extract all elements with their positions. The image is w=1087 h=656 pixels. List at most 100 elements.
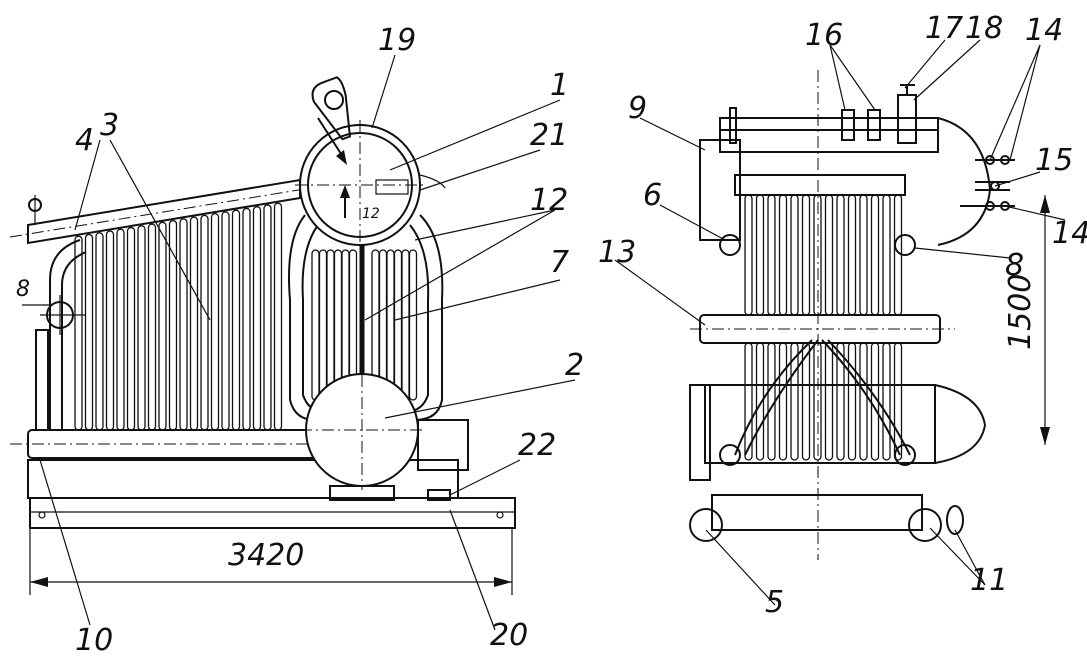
front-tube — [200, 214, 209, 431]
callout-2: 2 — [565, 348, 584, 383]
fitting-valve-3 — [990, 181, 1000, 191]
lower-side-panel — [689, 384, 711, 481]
leader-16a — [829, 44, 846, 111]
callout-8-front: 8 — [16, 277, 30, 302]
upper-drum-side — [719, 117, 939, 153]
drum-casing-edge — [419, 174, 446, 189]
side-tube-lower — [893, 342, 903, 461]
side-view: 1500 — [689, 70, 1050, 560]
support-8-side — [894, 234, 916, 256]
leader-2 — [384, 379, 576, 419]
callout-15: 15 — [1035, 143, 1073, 178]
screen-tube — [386, 249, 395, 401]
side-tube-lower — [778, 342, 788, 461]
leader-9 — [639, 117, 706, 151]
leader-16b — [829, 44, 876, 111]
dim-length: 3420 — [228, 538, 304, 573]
callout-22: 22 — [518, 428, 556, 463]
left-downcomer-2 — [61, 251, 87, 430]
convective-tube-bank — [74, 202, 283, 431]
leader-22 — [449, 459, 521, 496]
side-tube-lower — [847, 342, 857, 461]
front-tube — [147, 223, 157, 431]
callout-16: 16 — [805, 18, 843, 53]
front-tube — [210, 212, 220, 431]
front-tube — [189, 216, 199, 431]
side-tube-upper — [778, 194, 788, 316]
leader-11a — [929, 527, 986, 586]
dim-height: 1500 — [1003, 274, 1038, 350]
leader-3 — [109, 139, 211, 321]
front-tube — [242, 207, 251, 431]
side-tube-upper — [755, 194, 765, 316]
upper-casing — [734, 174, 906, 196]
fitting-valve-4 — [985, 201, 995, 211]
side-tube-upper — [744, 194, 753, 316]
front-tube — [137, 225, 146, 431]
front-tube — [84, 233, 94, 431]
front-tube — [221, 211, 230, 431]
callout-3: 3 — [100, 108, 119, 143]
callout-8-side: 8 — [1005, 248, 1024, 283]
callout-11: 11 — [970, 563, 1008, 598]
screen-tube — [311, 249, 320, 401]
callout-9: 9 — [628, 91, 647, 126]
support-lower-left — [719, 444, 741, 466]
dim-3420-arrow-right — [494, 577, 512, 587]
side-tube-bank — [744, 194, 903, 461]
sweep-tube-l1 — [734, 339, 813, 456]
side-base — [711, 494, 923, 531]
front-tube — [105, 230, 115, 431]
dim-1500-arrow-bottom — [1040, 427, 1050, 445]
drum-internal — [375, 179, 409, 195]
callout-5: 5 — [765, 585, 784, 620]
front-tube — [126, 226, 136, 431]
side-tube-upper — [824, 194, 834, 316]
callout-14-top: 14 — [1025, 13, 1063, 48]
side-fittings — [960, 155, 1015, 211]
callout-1: 1 — [550, 68, 569, 103]
lower-drum-end — [934, 384, 987, 464]
front-tube — [179, 218, 188, 431]
front-leaders — [22, 54, 576, 631]
front-tube — [263, 204, 272, 431]
bracket-eye — [28, 198, 42, 212]
leader-5 — [705, 529, 776, 606]
leader-10 — [39, 459, 91, 626]
front-tube — [74, 235, 83, 431]
leader-7 — [394, 279, 561, 321]
screen-tube — [318, 249, 328, 401]
side-tube-upper — [790, 194, 799, 316]
upper-collector — [27, 178, 301, 245]
base-frame — [29, 497, 516, 529]
callout-21: 21 — [530, 118, 568, 153]
bolt-left — [38, 511, 46, 519]
callout-7: 7 — [550, 245, 569, 280]
leader-14a — [1009, 44, 1041, 161]
left-downcomer — [49, 239, 81, 430]
side-tube-upper — [870, 194, 880, 316]
lower-drum-support — [329, 485, 395, 501]
leader-14c — [1004, 205, 1066, 221]
leader-12a — [414, 209, 556, 241]
leader-1 — [389, 99, 561, 171]
callout-17: 17 — [925, 11, 963, 46]
side-tube-upper — [859, 194, 868, 316]
rear-box — [417, 419, 469, 471]
callout-14-bottom: 14 — [1052, 216, 1087, 251]
side-leaders — [614, 39, 1066, 606]
screen-tube-outer-left — [288, 214, 316, 421]
mark-12: 12 — [362, 206, 380, 222]
leader-6 — [659, 204, 726, 241]
screen-tube — [401, 249, 410, 401]
side-tube-upper — [836, 194, 845, 316]
screen-tube-outer-right — [414, 214, 444, 421]
front-tube — [158, 221, 167, 431]
leader-14b — [989, 44, 1041, 161]
callout-4: 4 — [75, 123, 94, 158]
support-6 — [719, 234, 741, 256]
front-tube — [231, 209, 241, 431]
arrow-19-head — [336, 150, 347, 165]
